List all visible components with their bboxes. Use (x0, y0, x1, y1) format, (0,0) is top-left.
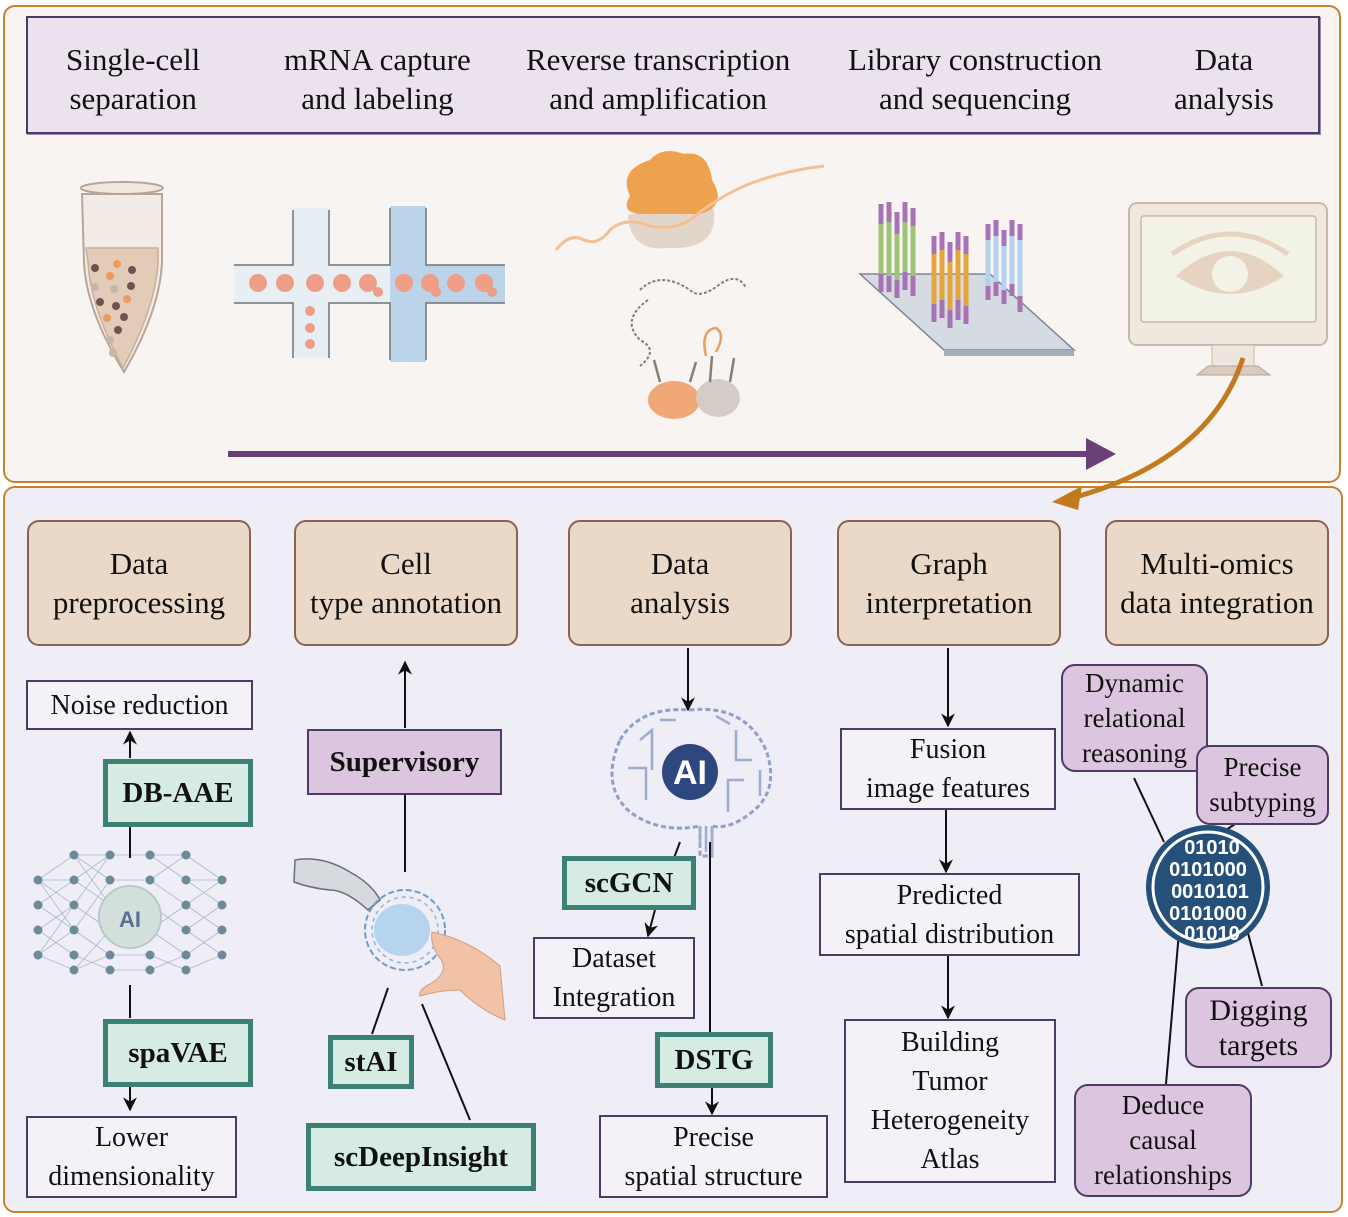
model-scgcn: scGCN (562, 856, 696, 910)
step-mrna-capture: mRNA capture and labeling (284, 42, 471, 116)
graph-step-tumor-heterogeneity-atlas: Building Tumor Heterogeneity Atlas (844, 1019, 1056, 1183)
outcome-noise-reduction: Noise reduction (26, 680, 253, 730)
step-single-cell-separation: Single-cell separation (66, 42, 201, 116)
outcome-dataset-integration: Dataset Integration (533, 937, 695, 1019)
model-scdeepinsight: scDeepInsight (306, 1123, 536, 1191)
bubble-deduce-causal-relationships: Deduce causal relationships (1074, 1084, 1252, 1197)
graph-step-predicted-spatial-distribution: Predicted spatial distribution (819, 873, 1080, 956)
method-supervisory: Supervisory (307, 729, 502, 795)
model-spavae: spaVAE (103, 1019, 253, 1087)
category-data-preprocessing: Data preprocessing (27, 520, 251, 646)
bubble-precise-subtyping: Precise subtyping (1196, 745, 1329, 825)
category-graph-interpretation: Graph interpretation (837, 520, 1061, 646)
bubble-digging-targets: Digging targets (1185, 987, 1332, 1068)
model-db-aae: DB-AAE (103, 759, 253, 827)
bubble-dynamic-relational-reasoning: Dynamic relational reasoning (1061, 664, 1208, 772)
graph-step-fusion-image-features: Fusion image features (840, 728, 1056, 810)
category-data-analysis: Data analysis (568, 520, 792, 646)
outcome-precise-spatial-structure: Precise spatial structure (599, 1115, 828, 1198)
step-library-construction: Library construction and sequencing (848, 42, 1102, 116)
step-data-analysis: Data analysis (1174, 42, 1274, 116)
outcome-lower-dimensionality: Lower dimensionality (26, 1116, 237, 1198)
category-cell-type-annotation: Cell type annotation (294, 520, 518, 646)
category-multi-omics-integration: Multi-omics data integration (1105, 520, 1329, 646)
workflow-steps-bar: Single-cell separation mRNA capture and … (26, 16, 1320, 134)
step-reverse-transcription: Reverse transcription and amplification (526, 42, 791, 116)
model-dstg: DSTG (655, 1032, 773, 1088)
model-stai: stAI (328, 1035, 414, 1089)
